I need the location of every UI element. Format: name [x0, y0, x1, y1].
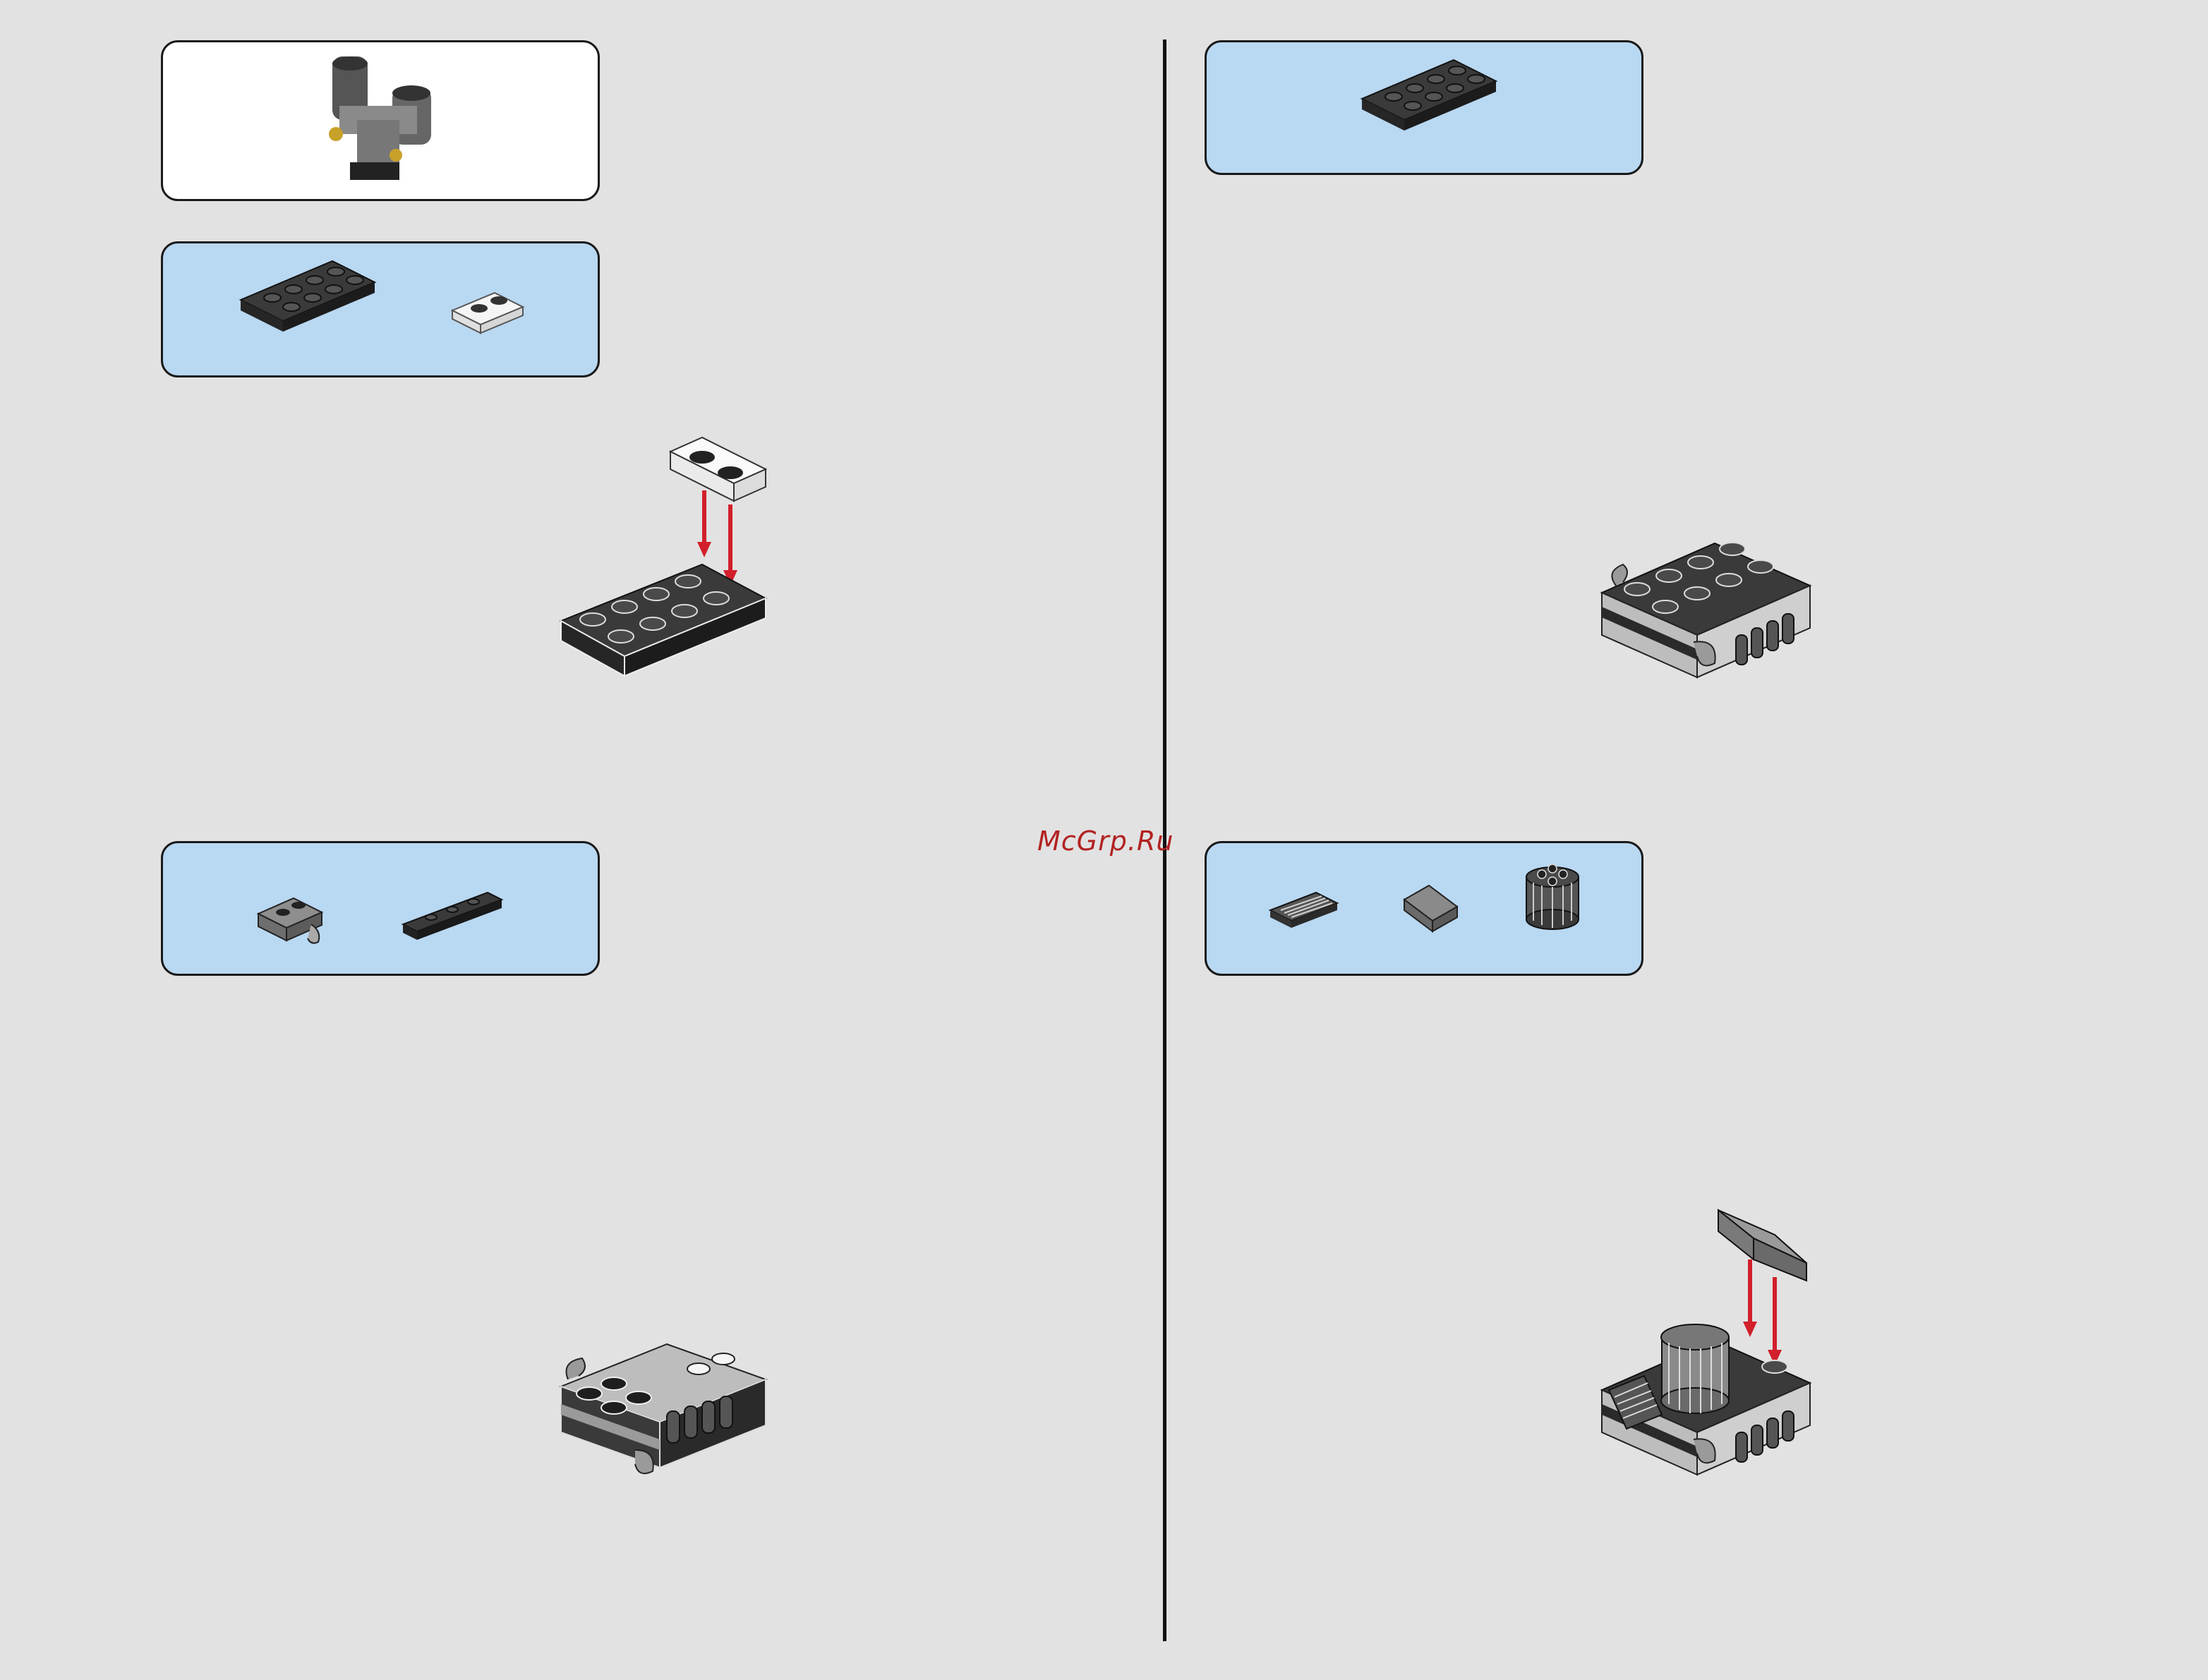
- gray-clip-plate-1x1-icon: [255, 893, 332, 949]
- watermark-text: McGrp.Ru: [1037, 826, 1174, 857]
- plate-assembly-with-arrows-icon: [561, 437, 773, 684]
- parts-box-4: [1205, 841, 1643, 976]
- engine-assembly-with-slope-icon: [1602, 1210, 1814, 1485]
- black-plate-2x4-icon: [1362, 60, 1503, 138]
- dark-round-brick-icon: [1521, 863, 1584, 933]
- dark-grille-tile-icon: [1267, 889, 1344, 938]
- black-plate-2x4-icon: [241, 261, 382, 339]
- transparent-plate-1x2-icon: [452, 289, 530, 339]
- preview-box: [161, 40, 600, 201]
- parts-box-3: [1205, 40, 1643, 175]
- black-hinge-plate-icon: [399, 889, 512, 945]
- assembled-engine-preview-icon: [311, 56, 452, 191]
- parts-box-1: [161, 241, 600, 377]
- plate-assembly-with-clips-icon: [561, 1337, 773, 1482]
- stacked-plate-assembly-icon: [1602, 529, 1814, 684]
- gray-slope-brick-icon: [1397, 875, 1468, 938]
- parts-box-2: [161, 841, 600, 976]
